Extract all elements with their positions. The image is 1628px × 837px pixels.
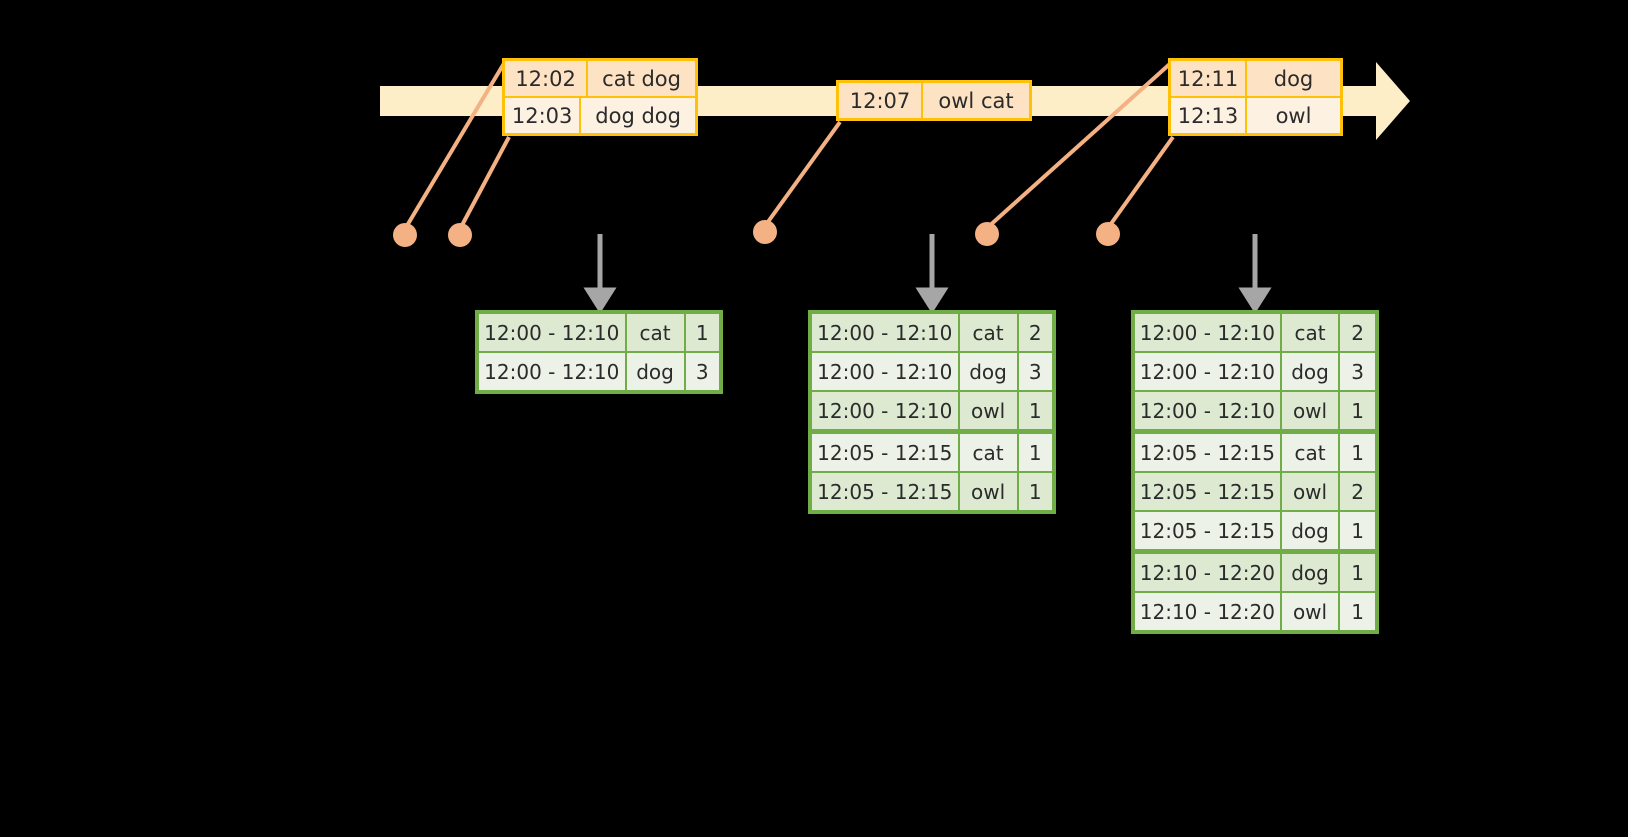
cell-window: 12:05 - 12:15 bbox=[1135, 512, 1280, 549]
cell-key: dog bbox=[959, 353, 1017, 390]
event-dot-4 bbox=[975, 222, 999, 246]
cell-count: 1 bbox=[1018, 392, 1052, 429]
timeline-event-box-1[interactable]: 12:02 cat dog 12:03 dog dog bbox=[502, 58, 698, 136]
event-row: 12:13 owl bbox=[1171, 96, 1340, 133]
cell-key: dog bbox=[626, 353, 684, 390]
cell-window: 12:05 - 12:15 bbox=[1135, 473, 1280, 510]
cell-count: 1 bbox=[1340, 512, 1375, 549]
event-row: 12:02 cat dog bbox=[505, 61, 695, 96]
event-row: 12:07 owl cat bbox=[839, 83, 1029, 118]
event-payload: cat dog bbox=[588, 61, 695, 96]
event-time: 12:02 bbox=[505, 61, 589, 96]
event-dot-1 bbox=[393, 223, 417, 247]
event-time: 12:11 bbox=[1171, 61, 1247, 96]
cell-count: 1 bbox=[1018, 434, 1052, 471]
cell-window: 12:00 - 12:10 bbox=[812, 353, 958, 390]
cell-count: 2 bbox=[1340, 314, 1375, 351]
event-payload: owl cat bbox=[923, 83, 1029, 118]
cell-count: 1 bbox=[1340, 554, 1375, 591]
cell-window: 12:05 - 12:15 bbox=[1135, 434, 1280, 471]
cell-window: 12:00 - 12:10 bbox=[479, 314, 625, 351]
event-payload: dog dog bbox=[581, 98, 695, 133]
cell-key: owl bbox=[959, 392, 1017, 429]
cell-window: 12:10 - 12:20 bbox=[1135, 554, 1280, 591]
cell-key: dog bbox=[1281, 554, 1339, 591]
cell-window: 12:00 - 12:10 bbox=[1135, 353, 1280, 390]
cell-count: 2 bbox=[1018, 314, 1052, 351]
cell-key: cat bbox=[626, 314, 684, 351]
cell-count: 1 bbox=[685, 314, 719, 351]
event-row: 12:03 dog dog bbox=[505, 96, 695, 133]
cell-key: owl bbox=[959, 473, 1017, 510]
cell-window: 12:10 - 12:20 bbox=[1135, 593, 1280, 630]
event-payload: owl bbox=[1247, 98, 1340, 133]
cell-key: cat bbox=[1281, 434, 1339, 471]
cell-count: 1 bbox=[1340, 593, 1375, 630]
event-payload: dog bbox=[1247, 61, 1340, 96]
event-dot-3 bbox=[753, 220, 777, 244]
cell-count: 2 bbox=[1340, 473, 1375, 510]
cell-window: 12:00 - 12:10 bbox=[479, 353, 625, 390]
cell-key: cat bbox=[959, 434, 1017, 471]
cell-window: 12:00 - 12:10 bbox=[1135, 392, 1280, 429]
cell-count: 3 bbox=[1018, 353, 1052, 390]
cell-count: 3 bbox=[1340, 353, 1375, 390]
event-dot-2 bbox=[448, 223, 472, 247]
cell-count: 1 bbox=[1340, 434, 1375, 471]
cell-window: 12:00 - 12:10 bbox=[1135, 314, 1280, 351]
event-dot-5 bbox=[1096, 222, 1120, 246]
cell-count: 1 bbox=[1340, 392, 1375, 429]
cell-window: 12:00 - 12:10 bbox=[812, 314, 958, 351]
cell-key: cat bbox=[1281, 314, 1339, 351]
cell-count: 3 bbox=[685, 353, 719, 390]
cell-key: dog bbox=[1281, 353, 1339, 390]
cell-window: 12:00 - 12:10 bbox=[812, 392, 958, 429]
cell-count: 1 bbox=[1018, 473, 1052, 510]
event-time: 12:07 bbox=[839, 83, 923, 118]
cell-key: owl bbox=[1281, 392, 1339, 429]
timeline-event-box-3[interactable]: 12:11 dog 12:13 owl bbox=[1168, 58, 1343, 136]
cell-key: dog bbox=[1281, 512, 1339, 549]
cell-window: 12:05 - 12:15 bbox=[812, 473, 958, 510]
cell-window: 12:05 - 12:15 bbox=[812, 434, 958, 471]
timeline-arrowhead-icon bbox=[1376, 62, 1410, 140]
timeline-event-box-2[interactable]: 12:07 owl cat bbox=[836, 80, 1032, 121]
event-time: 12:13 bbox=[1171, 98, 1247, 133]
cell-key: cat bbox=[959, 314, 1017, 351]
event-row: 12:11 dog bbox=[1171, 61, 1340, 96]
cell-key: owl bbox=[1281, 593, 1339, 630]
cell-key: owl bbox=[1281, 473, 1339, 510]
event-time: 12:03 bbox=[505, 98, 582, 133]
